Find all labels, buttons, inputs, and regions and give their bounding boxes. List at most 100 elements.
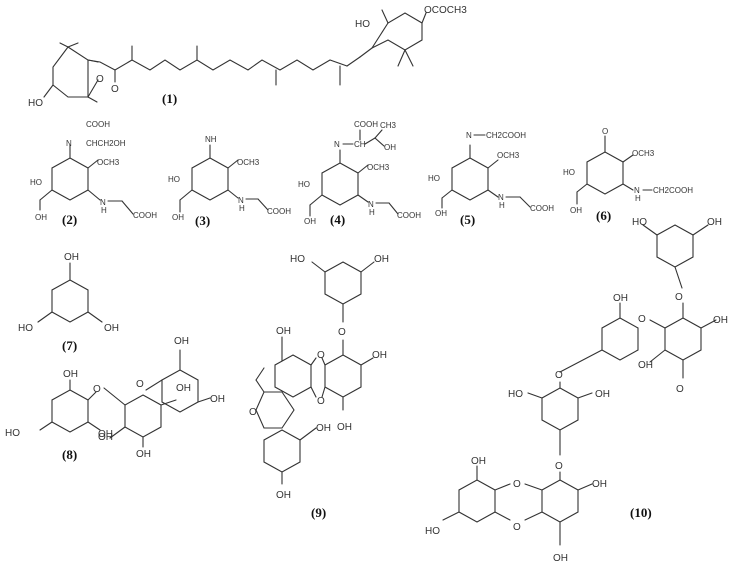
group-text: OH xyxy=(174,336,189,347)
group-text: OH xyxy=(592,479,607,490)
group-text: O xyxy=(249,407,257,418)
group-text: N xyxy=(66,139,72,148)
group-text: OH xyxy=(136,449,151,460)
group-text: OH xyxy=(707,217,722,228)
group-text: OH xyxy=(337,422,352,433)
group-text: O xyxy=(96,74,104,85)
group-text: N xyxy=(100,198,106,207)
compound-label: (2) xyxy=(62,212,77,227)
group-text: COOH xyxy=(354,120,378,129)
group-text: OH xyxy=(176,383,191,394)
group-text: O xyxy=(513,522,521,533)
group-text: OCH3 xyxy=(237,158,260,167)
compound-7: OH HO OH (7) xyxy=(18,252,119,353)
group-text: N xyxy=(466,131,472,140)
compound-5: N CH2COOH OCH3 HO OH N H COOH (5) xyxy=(428,131,554,227)
group-text: CH xyxy=(354,140,366,149)
group-text: O xyxy=(602,127,608,136)
group-text: COOH xyxy=(86,120,110,129)
group-text: O xyxy=(675,292,683,303)
group-text: HO xyxy=(168,175,180,184)
compound-9: HO OH O OH O O OH OH O OH OH (9) xyxy=(249,254,389,520)
compound-4: N CH COOH CH3 OH OCH3 HO OH N H COOH (4) xyxy=(298,120,421,227)
group-text: HO xyxy=(30,178,42,187)
group-text: OH xyxy=(172,213,184,222)
compound-label: (7) xyxy=(62,338,77,353)
compound-label: (6) xyxy=(596,208,611,223)
group-text: HO xyxy=(18,323,33,334)
group-text: CH2COOH xyxy=(653,186,693,195)
compound-label: (5) xyxy=(460,212,475,227)
group-text: OH xyxy=(384,143,396,152)
group-text: O xyxy=(136,379,144,390)
compound-label: (8) xyxy=(62,447,77,462)
group-text: HO xyxy=(425,526,440,537)
group-text: OCH3 xyxy=(497,151,520,160)
compound-1: HO O O HO OCOCH3 (1) xyxy=(28,5,467,109)
group-text: HO xyxy=(5,428,20,439)
group-text: O xyxy=(111,84,119,95)
compound-label: (9) xyxy=(311,505,326,520)
group-text: OH xyxy=(374,254,389,265)
compound-10: HO OH O OH O O OH OH O HO OH O OH OH O xyxy=(425,217,728,564)
group-text: CHCH2OH xyxy=(86,139,126,148)
group-text: H xyxy=(101,206,107,215)
group-text: OH xyxy=(553,553,568,564)
group-text: O xyxy=(338,327,346,338)
group-text: CH3 xyxy=(380,121,397,130)
group-text: O xyxy=(513,479,521,490)
group-text: O xyxy=(555,370,563,381)
group-text: N xyxy=(238,196,244,205)
compound-8: OH OH OH OH O O OH HO OH OH (8) xyxy=(5,336,225,462)
group-text: H xyxy=(239,204,245,213)
group-text: HO xyxy=(563,168,575,177)
group-text: N xyxy=(498,193,504,202)
group-text: OH xyxy=(98,429,113,440)
group-text: HO xyxy=(632,217,647,228)
group-text: OH xyxy=(35,213,47,222)
compound-label: (4) xyxy=(330,212,345,227)
group-text: OH xyxy=(63,369,78,380)
group-text: CH2COOH xyxy=(486,131,526,140)
group-text: HO xyxy=(28,98,43,109)
group-text: OCH3 xyxy=(632,149,655,158)
group-text: O xyxy=(676,384,684,395)
compound-label: (10) xyxy=(630,505,652,520)
group-text: OH xyxy=(471,456,486,467)
compound-6: O OCH3 HO OH N H CH2COOH (6) xyxy=(563,127,693,223)
group-text: OH xyxy=(613,293,628,304)
group-text: OH xyxy=(98,432,113,443)
group-text: COOH xyxy=(530,204,554,213)
group-text: OH xyxy=(304,217,316,226)
group-text: HO xyxy=(290,254,305,265)
group-text: H xyxy=(635,194,641,203)
group-text: N xyxy=(334,140,340,149)
group-text: OH xyxy=(372,350,387,361)
group-text: O xyxy=(317,350,325,361)
group-text: OCH3 xyxy=(97,158,120,167)
group-text: OH xyxy=(435,209,447,218)
group-text: COOH xyxy=(267,207,291,216)
group-text: COOH xyxy=(397,211,421,220)
group-text: H xyxy=(499,201,505,210)
group-text: OH xyxy=(64,252,79,263)
group-text: OH xyxy=(316,423,331,434)
group-text: H xyxy=(369,208,375,217)
group-text: N xyxy=(368,200,374,209)
group-text: HO xyxy=(355,19,370,30)
group-text: NH xyxy=(205,135,217,144)
group-text: O xyxy=(93,384,101,395)
group-text: N xyxy=(634,186,640,195)
group-text: OCOCH3 xyxy=(424,5,467,16)
group-text: OH xyxy=(713,315,728,326)
group-text: O xyxy=(638,314,646,325)
compound-label: (1) xyxy=(162,91,177,106)
compound-label: (3) xyxy=(195,213,210,228)
group-text: COOH xyxy=(133,211,157,220)
group-text: HO xyxy=(508,389,523,400)
group-text: O xyxy=(555,461,563,472)
group-text: OH xyxy=(638,360,653,371)
compound-2: N COOH CHCH2OH OCH3 HO OH N H COOH (2) xyxy=(30,120,157,227)
group-text: OH xyxy=(210,394,225,405)
